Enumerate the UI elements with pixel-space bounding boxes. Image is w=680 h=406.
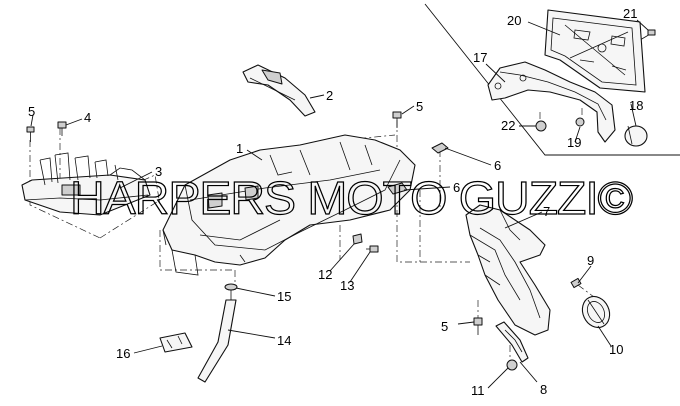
grommet-part: [352, 233, 363, 245]
screw-icon: [366, 245, 379, 253]
nut-icon: [535, 120, 547, 132]
watermark-text: HARPERS MOTO GUZZI©: [70, 172, 633, 224]
callout-14: 14: [277, 333, 291, 348]
callout-3: 3: [155, 164, 162, 179]
callout-5: 5: [416, 99, 423, 114]
callout-5: 5: [441, 319, 448, 334]
callout-leaders: [30, 19, 649, 389]
callout-13: 13: [340, 278, 354, 293]
callout-4: 4: [84, 110, 91, 125]
clamp-part: [159, 332, 193, 353]
trim-panel-part: [242, 64, 316, 117]
drain-tube-part: [197, 283, 238, 383]
bolt-icon: [473, 317, 483, 335]
rear-undertray-part: [162, 134, 416, 276]
callout-21: 21: [623, 6, 637, 21]
bolt-icon: [57, 121, 67, 136]
callout-6: 6: [494, 158, 501, 173]
inset-divider: [424, 3, 680, 156]
bolt-icon: [26, 126, 35, 142]
callout-19: 19: [567, 135, 581, 150]
callout-8: 8: [540, 382, 547, 397]
callout-7: 7: [543, 204, 550, 219]
plate-bracket-part: [487, 61, 616, 143]
callout-labels: 1 2 3 4 5 5 5 6 6 7 8 9 10 11 12 13 14 1…: [28, 6, 643, 398]
callout-15: 15: [277, 289, 291, 304]
callout-2: 2: [326, 88, 333, 103]
callout-18: 18: [629, 98, 643, 113]
reflector-bracket-part: [495, 321, 529, 363]
callout-1: 1: [236, 141, 243, 156]
callout-6: 6: [453, 180, 460, 195]
nut-icon: [506, 359, 518, 371]
callout-12: 12: [318, 267, 332, 282]
fastener-set: [26, 29, 656, 371]
bolt-icon: [392, 111, 402, 128]
licence-support-part: [465, 204, 551, 336]
callout-16: 16: [116, 346, 130, 361]
clip-part: [387, 142, 449, 195]
bracket-tray-part: [21, 152, 151, 216]
callout-5: 5: [28, 104, 35, 119]
reflector-part: [581, 295, 611, 329]
plate-holder-part: [544, 9, 646, 93]
callout-11: 11: [471, 383, 485, 398]
callout-17: 17: [473, 50, 487, 65]
callout-20: 20: [507, 13, 521, 28]
screw-icon: [639, 29, 656, 41]
callout-22: 22: [501, 118, 515, 133]
callout-9: 9: [587, 253, 594, 268]
nut-icon: [575, 117, 585, 127]
plate-light-part: [624, 125, 648, 147]
callout-10: 10: [609, 342, 623, 357]
